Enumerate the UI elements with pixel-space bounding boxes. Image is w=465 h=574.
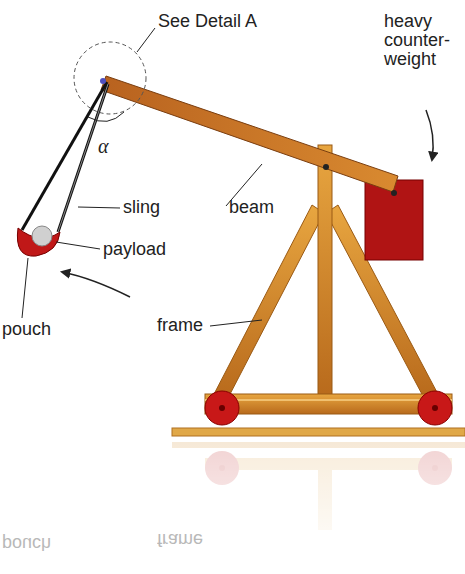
reflected-label: frame — [157, 530, 203, 549]
detail-circle — [74, 42, 146, 114]
payload — [32, 226, 52, 246]
part-label: heavy counter- weight — [384, 12, 450, 69]
frame — [205, 145, 452, 414]
part-label: pouch — [2, 320, 51, 339]
motion-arrow — [426, 110, 433, 160]
part-label: payload — [103, 240, 166, 259]
part-label: sling — [123, 198, 160, 217]
angle-arc — [88, 112, 124, 121]
reflected-label: pouch — [2, 534, 51, 553]
motion-arrow — [62, 272, 130, 297]
weight-pivot — [391, 190, 397, 196]
sling-pin — [100, 78, 106, 84]
beam — [101, 76, 398, 192]
sling — [22, 82, 108, 232]
callout-label: See Detail A — [158, 12, 257, 31]
angle-symbol: α — [98, 136, 109, 157]
counterweight — [365, 180, 423, 260]
part-label: frame — [157, 316, 203, 335]
ground-plank — [172, 428, 465, 436]
part-label: beam — [229, 198, 274, 217]
pivot — [323, 164, 329, 170]
wheel — [205, 391, 452, 425]
leader-line — [22, 28, 262, 326]
